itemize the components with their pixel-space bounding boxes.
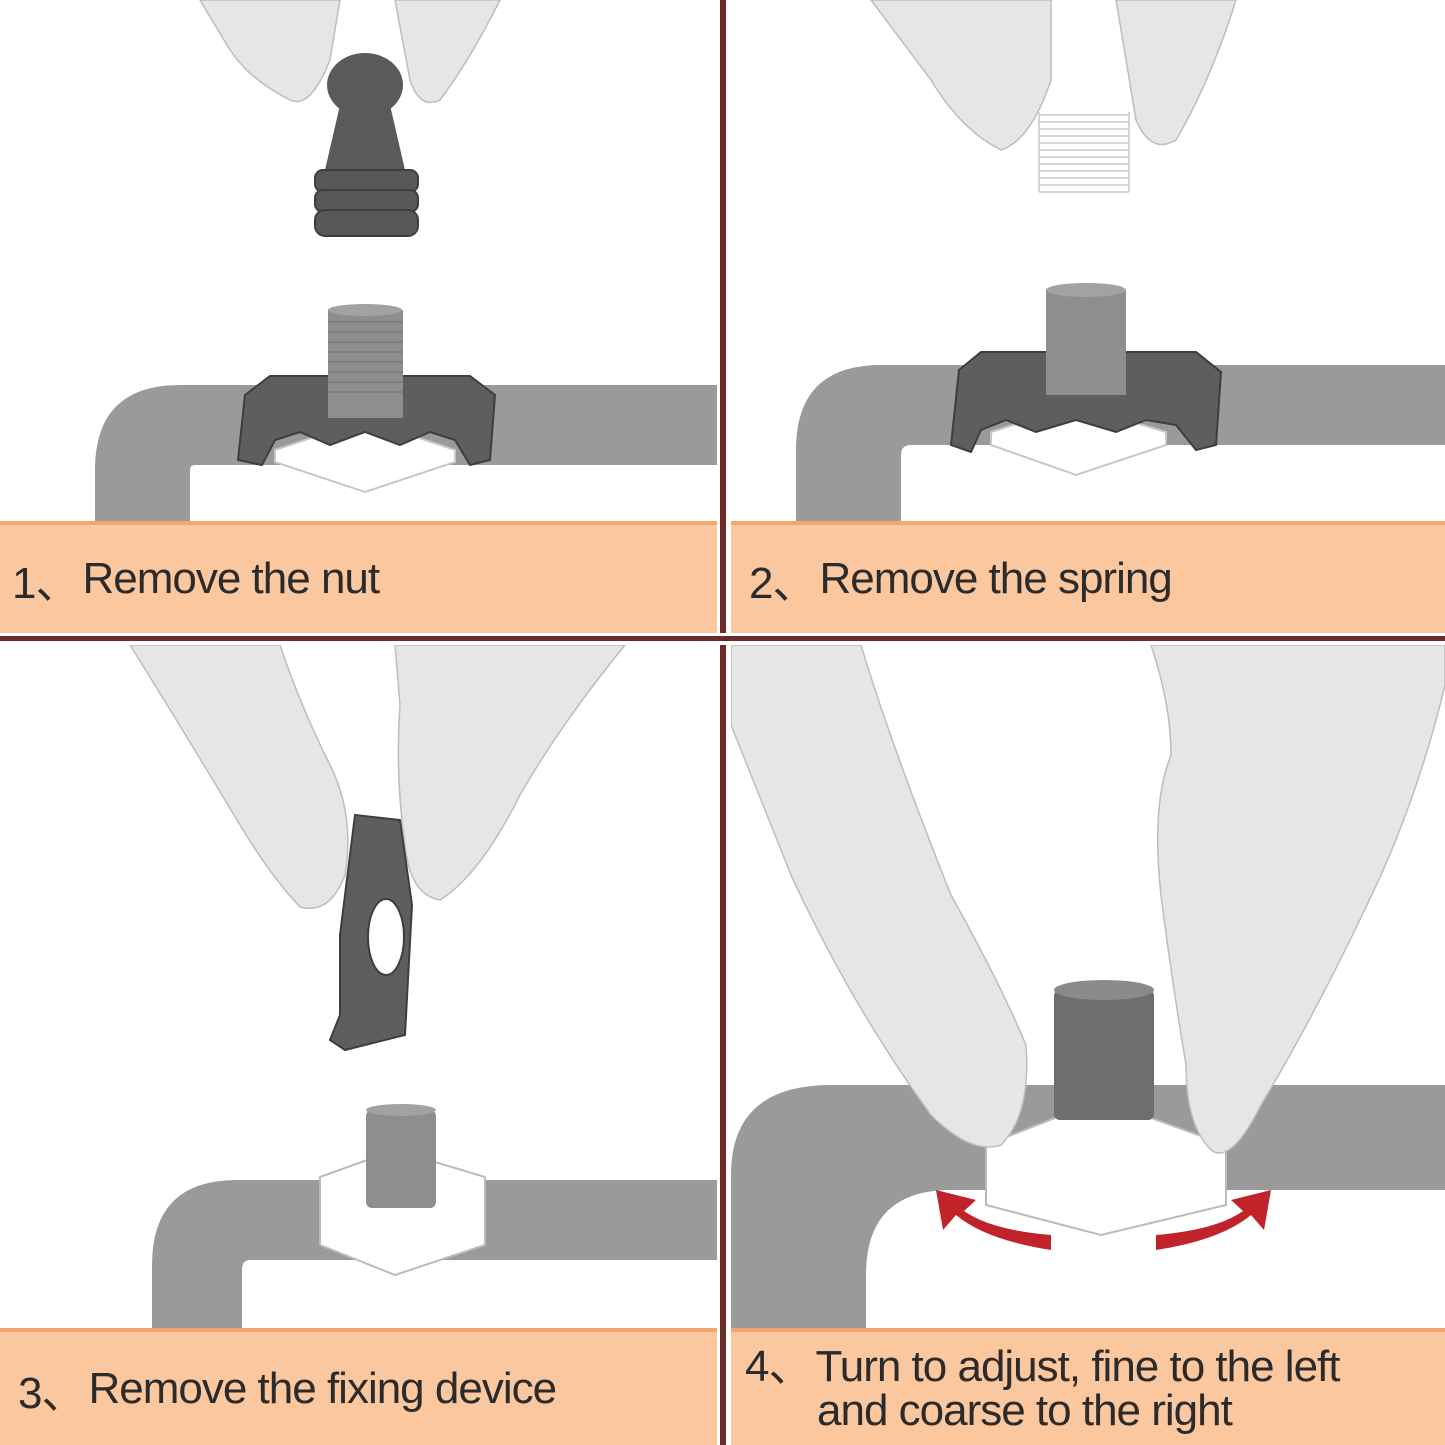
step-label: Remove the nut [82,554,380,603]
stud [1054,990,1154,1120]
step-label: Remove the fixing device [88,1363,557,1413]
step-label-line-2: and coarse to the right [817,1385,1233,1435]
threaded-stud [328,310,403,418]
pipe [731,1085,1445,1330]
step-number: 3、 [18,1368,85,1418]
step-4-illustration [731,645,1445,1330]
step-3-panel: 3、 Remove the fixing device [0,645,717,1445]
hand-left [129,645,349,909]
step-number: 1、 [12,559,79,608]
step-4-caption: 4、Turn to adjust, fine to the left and c… [731,1328,1445,1445]
step-3-illustration [129,645,717,1330]
vertical-divider [717,0,731,1445]
nut-body [325,105,405,170]
step-1-panel: 1、 Remove the nut [0,0,717,633]
spring [1038,112,1130,193]
step-number: 4、 [745,1341,812,1391]
arrow-left-icon [936,1190,1051,1250]
horizontal-divider [0,633,1445,645]
nut-cap [327,53,403,117]
hand-left [199,0,341,103]
caption-line-2: and coarse to the right [745,1385,1233,1435]
fixing-plate [949,351,1223,454]
step-2-illustration [796,0,1445,525]
hand-left [731,645,1028,1148]
hand-right [394,645,626,901]
hand-right [1150,645,1445,1154]
hand-left [870,0,1052,151]
step-4-panel: 4、Turn to adjust, fine to the left and c… [731,645,1445,1445]
step-number: 2、 [749,559,816,608]
step-label: Remove the spring [819,554,1172,603]
step-label-line-1: Turn to adjust, fine to the left [815,1341,1340,1391]
stud [366,1110,436,1208]
hand-right [394,0,501,104]
stud [1046,290,1126,395]
caption-line-1: 4、Turn to adjust, fine to the left [745,1341,1341,1391]
step-2-panel: 2、 Remove the spring [731,0,1445,633]
step-3-caption: 3、 Remove the fixing device [0,1328,717,1445]
hand-right [1115,0,1237,146]
step-1-caption: 1、 Remove the nut [0,521,717,633]
step-2-caption: 2、 Remove the spring [731,521,1445,633]
arrow-right-icon [1156,1190,1271,1250]
step-1-illustration [95,0,717,525]
fixing-plate [236,375,497,467]
